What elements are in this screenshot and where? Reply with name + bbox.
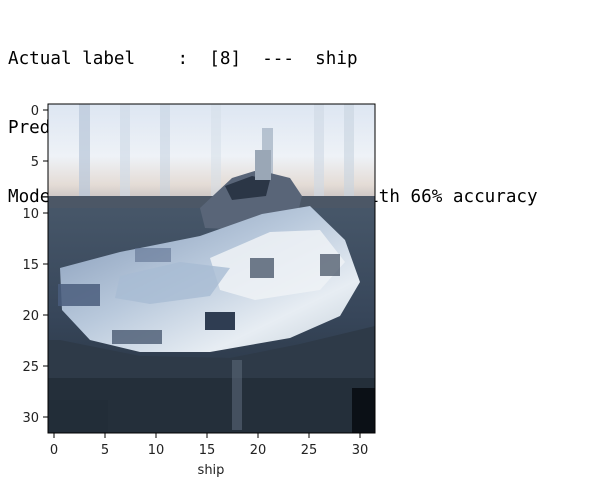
y-tick-label: 15	[22, 258, 39, 273]
x-tick-label: 20	[250, 443, 267, 458]
y-tick-label: 0	[31, 104, 39, 119]
x-axis-label: ship	[198, 463, 225, 478]
x-axis: 0 5 10 15 20 25 30	[50, 433, 368, 458]
y-tick-label: 10	[22, 207, 39, 222]
axes-frame	[47, 103, 376, 434]
x-tick-label: 15	[199, 443, 216, 458]
ship-image	[48, 104, 375, 433]
y-tick-label: 20	[22, 309, 39, 324]
y-tick-label: 25	[22, 360, 39, 375]
actual-label-line: Actual label : [8] --- ship	[8, 49, 358, 69]
x-tick-label: 30	[352, 443, 369, 458]
x-tick-label: 10	[148, 443, 165, 458]
x-tick-label: 25	[301, 443, 318, 458]
y-tick-label: 30	[22, 411, 39, 426]
x-tick-label: 5	[101, 443, 109, 458]
y-axis: 0 5 10 15 20 25 30	[22, 104, 48, 426]
x-tick-label: 0	[50, 443, 58, 458]
y-tick-label: 5	[31, 155, 39, 170]
